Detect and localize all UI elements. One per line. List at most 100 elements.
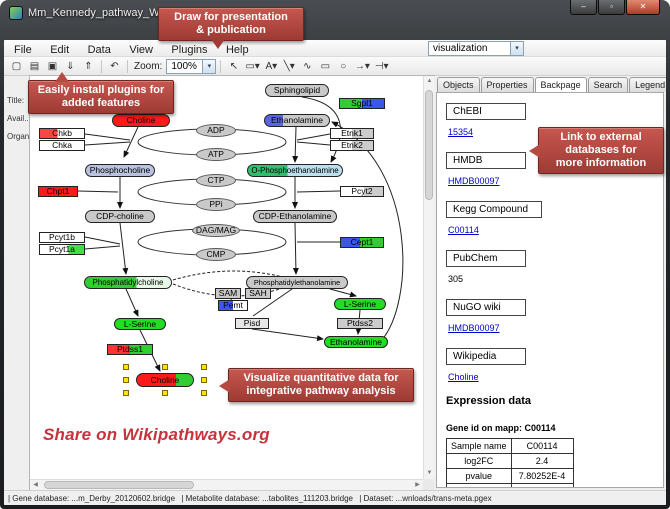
tab-properties[interactable]: Properties bbox=[480, 77, 534, 92]
pathway-node-ptdss2[interactable]: Ptdss2 bbox=[337, 318, 383, 329]
pathway-node-pcyt1a[interactable]: Pcyt1a bbox=[39, 244, 85, 255]
selection-handle[interactable] bbox=[123, 390, 129, 396]
open-pathway-icon[interactable]: ▤ bbox=[29, 61, 40, 72]
tab-backpage[interactable]: Backpage bbox=[534, 77, 587, 92]
scroll-down-icon[interactable]: ▼ bbox=[426, 470, 433, 476]
menu-edit[interactable]: Edit bbox=[50, 44, 70, 56]
pathway-node-pcyt2[interactable]: Pcyt2 bbox=[340, 186, 384, 197]
backpage-link-chebi[interactable]: 15354 bbox=[448, 127, 474, 137]
chevron-down-icon[interactable]: ▾ bbox=[202, 59, 216, 73]
horizontal-scroll-thumb[interactable] bbox=[44, 481, 194, 489]
pathway-node-chkb[interactable]: Chkb bbox=[39, 128, 85, 139]
backpage-value-pubchem: 305 bbox=[448, 274, 464, 284]
selection-handle[interactable] bbox=[201, 364, 207, 370]
backpage-link-hmdb[interactable]: HMDB00097 bbox=[448, 176, 500, 186]
pathway-info-panel: Title: Avail... Organ... bbox=[4, 76, 30, 490]
pathway-node-sgpl1[interactable]: Sgpl1 bbox=[339, 98, 385, 109]
save-pathway-icon[interactable]: ▣ bbox=[47, 61, 58, 72]
pathway-node-ptdss1[interactable]: Ptdss1 bbox=[107, 344, 153, 355]
pathway-node-cmp[interactable]: CMP bbox=[196, 248, 236, 261]
callout-visualize-data: Visualize quantitative data for integrat… bbox=[219, 368, 414, 402]
chevron-down-icon[interactable]: ▾ bbox=[510, 42, 523, 55]
selection-handle[interactable] bbox=[123, 364, 129, 370]
menu-view[interactable]: View bbox=[129, 44, 153, 56]
backpage-link-nugo[interactable]: HMDB00097 bbox=[448, 323, 500, 333]
import-icon[interactable]: ⇓ bbox=[66, 61, 75, 72]
pathway-node-pcyt1b[interactable]: Pcyt1b bbox=[39, 232, 85, 243]
visualization-value: visualization bbox=[433, 43, 488, 54]
pathway-node-atp[interactable]: ATP bbox=[196, 148, 236, 161]
pathway-node-ppi[interactable]: PPi bbox=[196, 198, 236, 211]
export-icon[interactable]: ⇑ bbox=[84, 61, 93, 72]
pathway-node-sphingolipid[interactable]: Sphingolipid bbox=[265, 84, 329, 97]
menu-plugins[interactable]: Plugins bbox=[171, 44, 208, 56]
pathway-node-l-serine[interactable]: L-Serine bbox=[334, 298, 386, 310]
ellipse-tool-icon[interactable]: ○ bbox=[340, 61, 347, 72]
pathway-node-cdp-choline[interactable]: CDP-choline bbox=[85, 210, 155, 223]
horizontal-scrollbar[interactable]: ◀ ▶ bbox=[30, 479, 423, 490]
pathway-node-choline[interactable]: Choline bbox=[112, 114, 170, 127]
pathway-node-phosphatidylethanolamine[interactable]: Phosphatidylethanolamine bbox=[246, 276, 348, 289]
vertical-scroll-thumb[interactable] bbox=[425, 90, 433, 200]
visualization-dropdown[interactable]: visualization ▾ bbox=[428, 41, 524, 56]
vertical-scrollbar[interactable]: ▲ ▼ bbox=[423, 76, 434, 479]
expression-table: Sample name C00114 log2FC 2.4 pvalue 7.8… bbox=[446, 438, 574, 487]
backpage-link-kegg[interactable]: C00114 bbox=[448, 225, 479, 235]
pathway-node-etnk1[interactable]: Etnk1 bbox=[330, 128, 374, 139]
pathway-node-choline[interactable]: Choline bbox=[136, 373, 194, 387]
selection-handle[interactable] bbox=[201, 390, 207, 396]
pathway-node-cept1[interactable]: Cept1 bbox=[340, 237, 384, 248]
pathway-node-phosphocholine[interactable]: Phosphocholine bbox=[85, 164, 155, 177]
close-button[interactable]: ✕ bbox=[626, 0, 660, 15]
menu-file[interactable]: File bbox=[14, 44, 32, 56]
selection-handle[interactable] bbox=[162, 390, 168, 396]
menu-data[interactable]: Data bbox=[87, 44, 111, 56]
pathway-node-cdp-ethanolamine[interactable]: CDP-Ethanolamine bbox=[253, 210, 337, 223]
pathway-node-ethanolamine[interactable]: Ethanolamine bbox=[264, 114, 330, 127]
pathway-node-sam[interactable]: SAM bbox=[215, 288, 241, 299]
selection-handle[interactable] bbox=[162, 364, 168, 370]
pathway-node-sah[interactable]: SAH bbox=[245, 288, 271, 299]
selection-tool-icon[interactable]: ↖ bbox=[229, 61, 239, 72]
scroll-right-icon[interactable]: ▶ bbox=[415, 482, 420, 488]
callout-text: Draw for presentation bbox=[174, 11, 288, 23]
minimize-button[interactable]: – bbox=[570, 0, 597, 15]
scroll-left-icon[interactable]: ◀ bbox=[33, 482, 38, 488]
tab-search[interactable]: Search bbox=[587, 77, 629, 92]
new-pathway-icon[interactable]: ▢ bbox=[11, 61, 22, 72]
zoom-combobox[interactable]: 100% ▾ bbox=[166, 58, 217, 74]
datanode-tool-icon[interactable]: ▭▾ bbox=[245, 61, 260, 72]
tab-objects[interactable]: Objects bbox=[437, 77, 480, 92]
pathway-node-phosphatidylcholine[interactable]: Phosphatidylcholine bbox=[84, 276, 172, 289]
scrollbar-corner bbox=[423, 479, 434, 490]
label-tool-icon[interactable]: A▾ bbox=[265, 61, 278, 72]
tab-legend[interactable]: Legend bbox=[629, 77, 666, 92]
pathway-node-pisd[interactable]: Pisd bbox=[235, 318, 269, 329]
menu-help[interactable]: Help bbox=[225, 44, 249, 56]
undo-icon[interactable]: ↶ bbox=[110, 61, 119, 72]
backpage-content: ChEBI 15354 HMDB HMDB00097 Kegg Compound… bbox=[436, 92, 664, 488]
pathway-node-adp[interactable]: ADP bbox=[196, 124, 236, 137]
selection-handle[interactable] bbox=[201, 377, 207, 383]
selection-handle[interactable] bbox=[123, 377, 129, 383]
title-bar[interactable]: Mm_Kennedy_pathway_WP1771_45176.gp... – … bbox=[0, 0, 670, 40]
pathway-node-l-serine[interactable]: L-Serine bbox=[114, 318, 166, 330]
callout-external-databases: Link to external databases for more info… bbox=[529, 127, 664, 174]
pathway-node-ethanolamine[interactable]: Ethanolamine bbox=[324, 336, 388, 348]
pathway-node-etnk2[interactable]: Etnk2 bbox=[330, 140, 374, 151]
curve-tool-icon[interactable]: ∿ bbox=[303, 61, 312, 72]
rectangle-tool-icon[interactable]: ▭ bbox=[320, 61, 331, 72]
arrow-tool-icon[interactable]: →▾ bbox=[354, 61, 370, 72]
maximize-button[interactable]: ▫ bbox=[598, 0, 625, 15]
line-tool-icon[interactable]: ╲▾ bbox=[283, 61, 295, 72]
scroll-up-icon[interactable]: ▲ bbox=[426, 78, 433, 84]
pathway-node-dag-mag[interactable]: DAG/MAG bbox=[192, 224, 240, 237]
pathway-node-pemt[interactable]: Pemt bbox=[218, 300, 248, 311]
backpage-link-wikipedia[interactable]: Choline bbox=[448, 372, 479, 382]
tbar-tool-icon[interactable]: ⊣▾ bbox=[374, 61, 389, 72]
pathway-node-chka[interactable]: Chka bbox=[39, 140, 85, 151]
pathway-node-o-phosphoethanolamine[interactable]: O-Phosphoethanolamine bbox=[247, 164, 343, 177]
pathway-node-chpt1[interactable]: Chpt1 bbox=[38, 186, 78, 197]
pathway-node-ctp[interactable]: CTP bbox=[196, 174, 236, 187]
